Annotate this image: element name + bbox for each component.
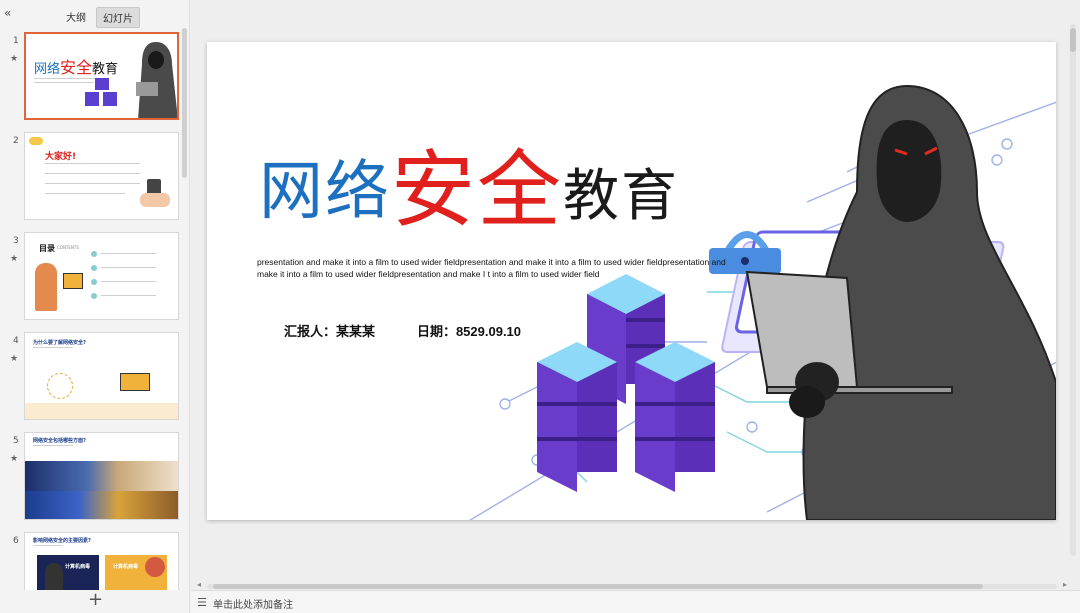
hacker-figure — [745, 84, 1056, 520]
thumbnail-row: 2 大家好! — [0, 132, 190, 222]
thumbnail-scrollbar[interactable] — [182, 28, 187, 178]
collapse-panel-icon[interactable]: « — [4, 6, 12, 20]
thumbnail-row: 6 影响网络安全的主要因素? 计算机病毒 计算机病毒 — [0, 532, 190, 590]
slide-editor: 网络安全教育 presentation and make it into a f… — [191, 0, 1080, 590]
thumb-badge: 计算机病毒 — [65, 564, 91, 570]
thumb-title: 大家好! — [45, 152, 77, 162]
thumbnail-list: 1 ★ 网络安全教育 2 — [0, 26, 190, 590]
thumbnail-row: 3 ★ 目录 CONTENTS — [0, 232, 190, 322]
slide-number: 3 — [13, 236, 19, 246]
slide-description[interactable]: presentation and make it into a film to … — [257, 257, 726, 279]
thumb-badge: 计算机病毒 — [113, 564, 139, 570]
thumbnail-row: 1 ★ 网络安全教育 — [0, 32, 190, 122]
virus-icon — [145, 557, 165, 577]
editor-horizontal-scrollbar[interactable]: ◂ ▸ — [197, 580, 1069, 590]
server-stack — [537, 274, 715, 492]
slide-thumbnail-3[interactable]: 目录 CONTENTS — [24, 232, 179, 320]
slide-number: 1 — [13, 36, 19, 46]
slide-thumbnail-4[interactable]: 为什么要了解网络安全? — [24, 332, 179, 420]
slide-number: 6 — [13, 536, 19, 546]
date-label[interactable]: 日期：8529.09.10 — [403, 316, 535, 344]
cyber-illustration — [468, 84, 1056, 520]
title-part-security: 安全 — [391, 141, 564, 239]
slide-thumbnail-6[interactable]: 影响网络安全的主要因素? 计算机病毒 计算机病毒 — [24, 532, 179, 590]
notes-placeholder[interactable]: 单击此处添加备注 — [213, 600, 293, 611]
network-icon — [47, 373, 73, 399]
slide-panel: « 大纲 幻灯片 1 ★ 网络安全教育 — [0, 0, 190, 613]
thumb-title: 影响网络安全的主要因素? — [33, 538, 91, 544]
title-part-network: 网络 — [259, 155, 391, 229]
slide-thumbnail-2[interactable]: 大家好! — [24, 132, 179, 220]
thumb-title-part: 网络 — [34, 62, 61, 77]
slide-number: 2 — [13, 136, 19, 146]
editor-vertical-scrollbar[interactable] — [1070, 24, 1076, 556]
slide-number: 4 — [13, 336, 19, 346]
hacker-icon — [136, 42, 177, 118]
tab-slides[interactable]: 幻灯片 — [96, 7, 140, 28]
monitor-icon — [63, 273, 83, 289]
slide-thumbnail-5[interactable]: 网络安全包括哪些方面? — [24, 432, 179, 520]
thumb-title: 网络安全包括哪些方面? — [33, 438, 86, 444]
notes-list-icon: ☰ — [197, 596, 207, 609]
reporter-label[interactable]: 汇报人：某某某 — [262, 316, 397, 344]
thumb-title-part: 教育 — [92, 62, 119, 77]
person-icon — [35, 263, 57, 311]
computer-icon — [120, 373, 150, 391]
thumb-subtitle: CONTENTS — [57, 245, 79, 250]
title-part-education: 教育 — [563, 164, 680, 229]
star-icon: ★ — [10, 354, 19, 364]
lock-icon — [709, 231, 781, 274]
thumbnail-row: 5 ★ 网络安全包括哪些方面? — [0, 432, 190, 522]
star-icon: ★ — [10, 254, 19, 264]
thumbnail-row: 4 ★ 为什么要了解网络安全? — [0, 332, 190, 422]
slide-thumbnail-1[interactable]: 网络安全教育 — [24, 32, 179, 120]
thumb-title: 为什么要了解网络安全? — [33, 340, 86, 346]
hacker-icon — [45, 563, 63, 590]
add-slide-button[interactable]: + — [88, 589, 104, 610]
notes-bar[interactable]: ☰ 单击此处添加备注 — [191, 590, 1080, 613]
scroll-right-icon[interactable]: ▸ — [1063, 580, 1068, 589]
star-icon: ★ — [10, 54, 19, 64]
panel-tabs: 大纲 幻灯片 — [60, 7, 140, 28]
slide-canvas[interactable]: 网络安全教育 presentation and make it into a f… — [207, 42, 1056, 520]
slide-title[interactable]: 网络安全教育 — [259, 142, 679, 232]
star-icon: ★ — [10, 454, 19, 464]
server-icon — [85, 78, 117, 106]
thumb-title-part: 安全 — [60, 58, 93, 77]
tab-outline[interactable]: 大纲 — [66, 13, 86, 24]
thumb-title: 目录 — [39, 244, 55, 253]
slide-number: 5 — [13, 436, 19, 446]
scroll-left-icon[interactable]: ◂ — [197, 580, 202, 589]
